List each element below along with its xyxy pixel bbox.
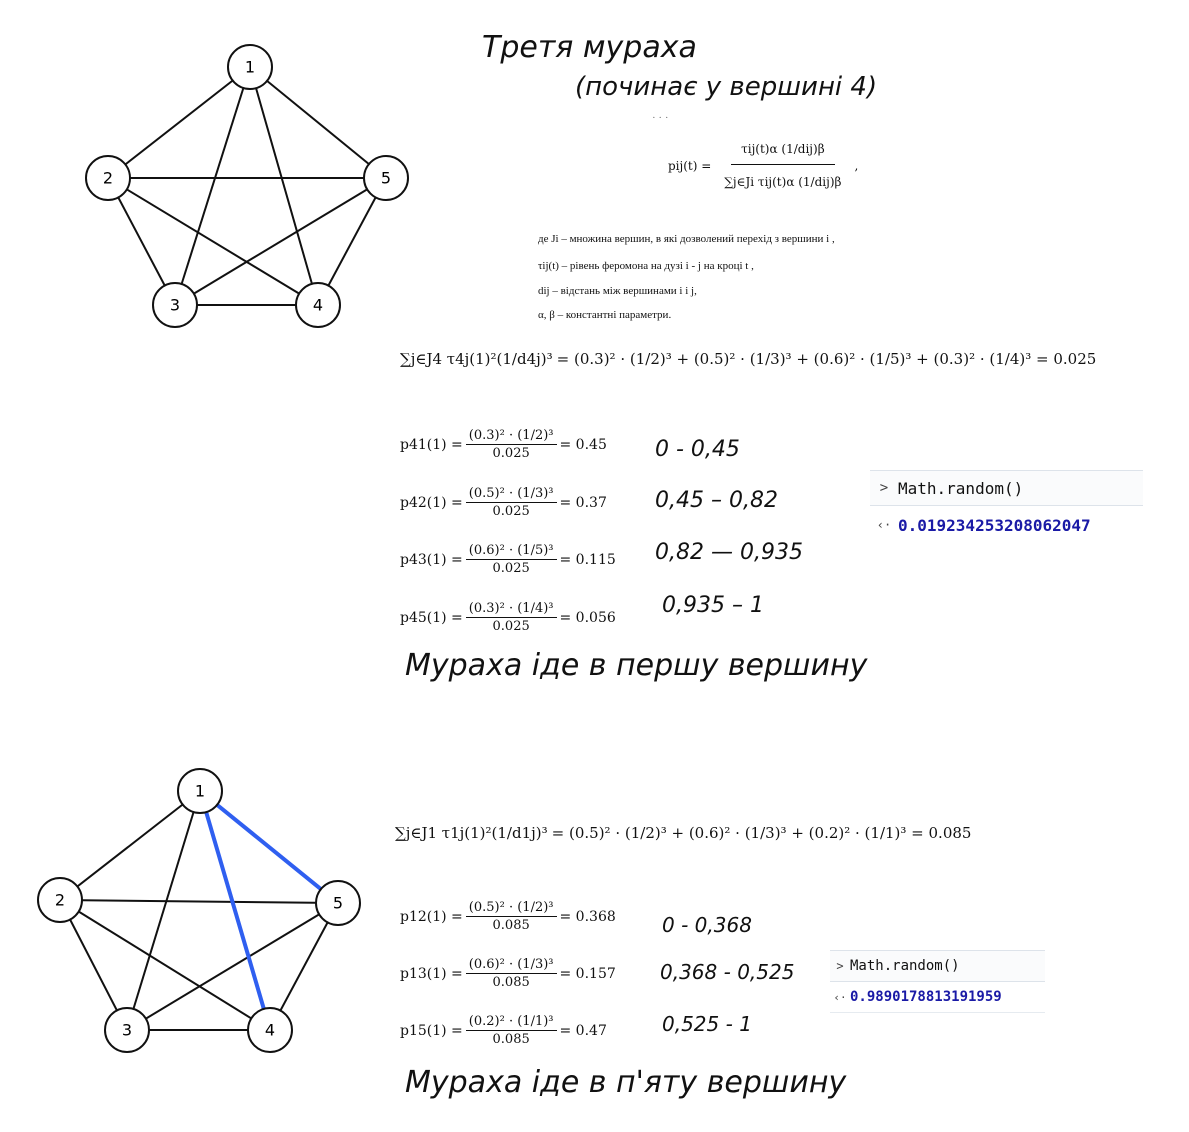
formula-note-2: τij(t) – рівень феромона на дузі i - j н… [538,260,754,272]
console-result: 0.019234253208062047 [898,515,1091,535]
console-output-prompt: ‹· [876,518,892,532]
graph-2-highlighted-edges [198,789,340,1031]
edge-2-3 [59,899,128,1031]
edge-2-4 [107,177,319,306]
svg-text:2: 2 [103,169,113,188]
section1-range-4: 0,935 – 1 [662,593,764,618]
svg-text:2: 2 [55,891,65,910]
section2-range-2: 0,368 - 0,525 [660,960,795,984]
console-command: Math.random() [898,478,1024,498]
node-3: 3 [152,282,198,328]
formula-note-1: де Ji – множина вершин, в які дозволений… [538,233,835,245]
section2-sum: ∑j∈J1 τ1j(1)²(1/d1j)³ = (0.5)² · (1/2)³ … [395,824,971,842]
heading-dots: · · · [652,112,669,124]
section2-conclusion: Мураха іде в п'яту вершину [405,1065,847,1100]
console-command: Math.random() [850,958,960,974]
formula-note-4: α, β – константні параметри. [538,309,672,321]
section1-range-2: 0,45 – 0,82 [655,488,778,513]
console-result: 0.9890178813191959 [850,989,1002,1005]
section2-console: > Math.random() ‹· 0.9890178813191959 [830,950,1045,1016]
edge-1-5-highlight [198,789,340,905]
edge-5-3 [174,177,387,306]
node-5: 5 [315,880,361,926]
heading-line1: Третя мураха [482,30,697,65]
edge-5-4 [269,902,339,1031]
section2-sum-label: ∑j∈J1 τ1j(1)²(1/d1j)³ [395,824,548,842]
graph-2: 1 2 3 4 5 [37,768,361,1053]
graph-1-edges [107,66,387,306]
probability-formula: pij(t) = τij(t)α (1/dij)β ∑j∈Ji τij(t)α … [668,128,858,203]
heading-line2: (починає у вершині 4) [575,72,878,102]
node-4: 4 [295,282,341,328]
graph-1: 1 2 3 4 5 [85,44,409,328]
formula-fraction: τij(t)α (1/dij)β ∑j∈Ji τij(t)α (1/dij)β [714,128,851,203]
svg-text:4: 4 [313,296,323,315]
svg-text:5: 5 [333,894,343,913]
edge-1-4 [249,66,319,306]
formula-lhs: pij(t) = [668,158,712,173]
edge-1-2 [59,790,201,901]
section2-sum-expr: = (0.5)² · (1/2)³ + (0.6)² · (1/3)³ + (0… [551,824,972,842]
section1-sum-expr: = (0.3)² · (1/2)³ + (0.5)² · (1/3)³ + (0… [556,350,1097,368]
svg-text:4: 4 [265,1021,275,1040]
edge-2-4 [59,899,271,1031]
edge-2-5 [59,899,339,904]
edge-1-4-highlight [198,790,272,1031]
svg-text:1: 1 [195,782,205,801]
console-output-prompt: ‹· [833,990,847,1004]
edge-1-3 [126,790,201,1031]
section1-conclusion: Мураха іде в першу вершину [405,648,868,683]
console-output-row: ‹· 0.019234253208062047 [870,508,1143,542]
svg-text:1: 1 [245,58,255,77]
edge-1-5 [249,66,387,179]
section1-sum-label: ∑j∈J4 τ4j(1)²(1/d4j)³ [400,350,553,368]
section1-range-3: 0,82 — 0,935 [655,540,803,565]
section1-console: > Math.random() ‹· 0.019234253208062047 [870,470,1143,550]
edge-1-2 [107,66,251,179]
svg-text:3: 3 [170,296,180,315]
edge-5-3 [126,902,339,1031]
formula-denominator: ∑j∈Ji τij(t)α (1/dij)β [724,175,842,189]
node-3: 3 [104,1007,150,1053]
section1-range-1: 0 - 0,45 [655,437,740,462]
edge-1-3 [174,66,251,306]
svg-text:5: 5 [381,169,391,188]
node-2: 2 [37,877,83,923]
node-1: 1 [227,44,273,90]
console-input-row: > Math.random() [870,470,1143,506]
section1-sum: ∑j∈J4 τ4j(1)²(1/d4j)³ = (0.3)² · (1/2)³ … [400,350,1096,368]
formula-tail: , [854,158,859,173]
formula-numerator: τij(t)α (1/dij)β [731,128,835,165]
console-output-row: ‹· 0.9890178813191959 [830,982,1045,1013]
edge-2-3 [107,177,176,306]
node-2: 2 [85,155,131,201]
node-1: 1 [177,768,223,814]
section2-range-3: 0,525 - 1 [662,1012,752,1036]
formula-note-3: dij – відстань між вершинами i і j, [538,285,697,297]
console-input-prompt: > [836,959,844,973]
console-input-row: > Math.random() [830,950,1045,982]
node-4: 4 [247,1007,293,1053]
svg-text:3: 3 [122,1021,132,1040]
node-5: 5 [363,155,409,201]
section2-range-1: 0 - 0,368 [662,913,752,937]
graph-2-edges [59,790,339,1031]
edge-5-4 [317,177,387,306]
console-input-prompt: > [879,480,889,496]
